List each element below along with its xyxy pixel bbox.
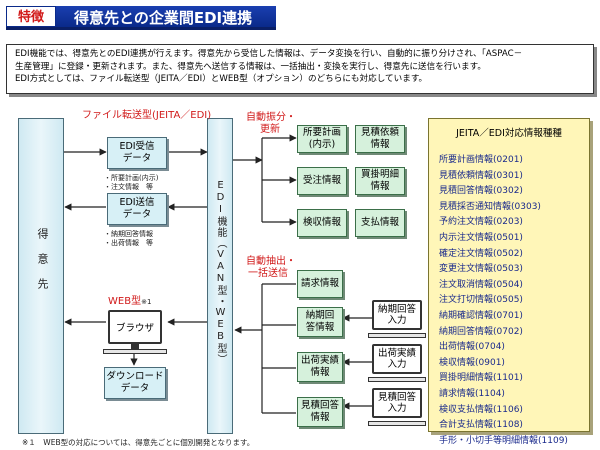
edi-function-column (207, 118, 233, 434)
page-title: 得意先との企業間EDI連携 (74, 9, 253, 27)
recv-box-4-line2: 情報 (370, 181, 390, 192)
edi-function-label: EDI機能（VAN型・WEB型） (215, 180, 226, 365)
edi-send-sub2: ・出荷情報 等 (104, 239, 153, 247)
jeita-list-title: JEITA／EDI対応情報種種 (456, 128, 562, 139)
edi-recv-data-box: EDI受信 データ (107, 137, 167, 169)
send-box-4-line1: 見積回答 (300, 400, 339, 411)
jeita-list-item: 納期確認情報(0701) (439, 310, 523, 321)
file-transfer-label: ファイル転送型(JEITA／EDI) (82, 110, 212, 121)
edi-recv-line1: EDI受信 (119, 141, 155, 152)
jeita-list-item: 注文打切情報(0505) (439, 295, 523, 306)
jeita-list-item: 注文取消情報(0504) (439, 279, 523, 290)
recv-box-2-line1: 見積依頼 (360, 127, 399, 138)
auto-extract-line1: 自動抽出・ (246, 256, 296, 267)
send-box-1-line1: 請求情報 (300, 278, 339, 289)
intro-line-2: 生産管理」に登録・更新されます。また、得意先へ送信する情報は、一括抽出・変換を実… (15, 61, 486, 72)
web-type-footnote: ※１ WEB型の対応については、得意先ごとに個別開発となります。 (22, 438, 255, 447)
auto-distribute-line2: 更新 (260, 124, 280, 135)
send-box-quote-answer: 見積回答情報 (297, 397, 343, 427)
jeita-list-item: 請求情報(1104) (439, 388, 505, 399)
recv-box-5-line1: 検収情報 (302, 217, 341, 228)
send-box-4-line2: 情報 (310, 412, 330, 423)
edi-send-line1: EDI送信 (119, 197, 155, 208)
send-box-2-line2: 答情報 (305, 322, 335, 333)
recv-box-payment: 支払情報 (355, 209, 405, 237)
recv-box-order: 受注情報 (297, 167, 347, 195)
browser-monitor: ブラウザ (108, 310, 162, 344)
send-box-invoice: 請求情報 (297, 270, 343, 298)
jeita-list-item: 手形・小切手等明細情報(1109) (439, 435, 568, 446)
input-monitor-1-line1: 納期回答 (377, 304, 416, 315)
recv-box-4-line1: 買掛明細 (360, 169, 399, 180)
jeita-list-item: 予約注文情報(0203) (439, 217, 523, 228)
recv-box-1-line2: (内示) (308, 139, 336, 150)
auto-distribute-line1: 自動振分・ (246, 112, 296, 123)
input-monitor-3-line1: 見積回答 (377, 392, 416, 403)
recv-box-payable-detail: 買掛明細情報 (355, 167, 405, 195)
recv-box-6-line1: 支払情報 (360, 217, 399, 228)
jeita-list-item: 見積回答情報(0302) (439, 186, 523, 197)
jeita-list-item: 合計支払情報(1108) (439, 420, 523, 431)
recv-box-2-line2: 情報 (370, 139, 390, 150)
recv-box-quote-request: 見積依頼情報 (355, 125, 405, 153)
edi-recv-line2: データ (122, 153, 152, 164)
edi-send-line2: データ (122, 209, 152, 220)
input-monitor-quote: 見積回答入力 (372, 388, 422, 418)
jeita-list-item: 見積採否通知情報(0303) (439, 201, 541, 212)
feature-badge: 特徴 (6, 6, 56, 27)
send-box-3-line1: 出荷実績 (300, 355, 339, 366)
recv-box-1-line1: 所要計画 (302, 127, 341, 138)
jeita-list-item: 見積依頼情報(0301) (439, 170, 523, 181)
edi-send-sub1: ・納期回答情報 (104, 230, 153, 238)
edi-send-data-box: EDI送信 データ (107, 193, 167, 225)
input-monitor-2-line2: 入力 (387, 359, 407, 370)
jeita-list-item: 出荷情報(0704) (439, 342, 505, 353)
input-monitor-quote-base (368, 421, 426, 426)
web-type-label: WEB型※1 (108, 292, 151, 307)
jeita-list-item: 所要計画情報(0201) (439, 155, 523, 165)
tokuisaki-column (18, 118, 64, 434)
recv-box-inspection: 検収情報 (297, 209, 347, 237)
input-monitor-shipment: 出荷実績入力 (372, 344, 422, 374)
edi-recv-sub2: ・注文情報 等 (104, 183, 153, 191)
recv-box-3-line1: 受注情報 (302, 175, 341, 186)
browser-monitor-base (103, 349, 167, 354)
tokuisaki-label: 得意先 (36, 228, 49, 303)
auto-distribute-label: 自動振分・ 更新 (246, 112, 296, 136)
input-monitor-shipment-base (368, 377, 426, 382)
intro-line-3: EDI方式としては、ファイル転送型（JEITA／EDI）とWEB型（オプション）… (15, 74, 428, 84)
jeita-list-item: 確定注文情報(0502) (439, 248, 523, 259)
jeita-list-item: 買掛明細情報(1101) (439, 373, 523, 384)
input-monitor-2-line1: 出荷実績 (377, 348, 416, 359)
input-monitor-1-line2: 入力 (387, 315, 407, 326)
web-type-note-mark: ※1 (141, 298, 152, 306)
send-box-delivery-answer: 納期回答情報 (297, 307, 343, 337)
auto-extract-line2: 一括送信 (248, 268, 288, 279)
input-monitor-delivery-base (368, 333, 426, 338)
recv-box-forecast: 所要計画(内示) (297, 125, 347, 153)
edi-recv-sub1: ・所要計画(内示) (104, 174, 159, 182)
jeita-info-list-box: JEITA／EDI対応情報種種 所要計画情報(0201) 見積依頼情報(0301)… (428, 118, 590, 446)
input-monitor-delivery: 納期回答入力 (372, 300, 422, 330)
download-line2: データ (120, 383, 150, 394)
intro-line-1: EDI機能では、得意先とのEDI連携が行えます。得意先から受信した情報は、データ… (15, 49, 523, 59)
jeita-list-item: 内示注文情報(0501) (439, 232, 523, 243)
download-data-box: ダウンロード データ (104, 367, 166, 399)
send-box-3-line2: 情報 (310, 367, 330, 378)
browser-label: ブラウザ (115, 323, 154, 334)
auto-extract-label: 自動抽出・ 一括送信 (246, 256, 296, 280)
send-box-2-line1: 納期回 (305, 310, 335, 321)
jeita-list-item: 納期回答情報(0702) (439, 326, 523, 337)
browser-monitor-stand (131, 344, 139, 349)
input-monitor-3-line2: 入力 (387, 403, 407, 414)
download-line1: ダウンロード (106, 371, 164, 382)
jeita-list-item: 検収支払情報(1106) (439, 404, 523, 415)
intro-box: EDI機能では、得意先とのEDI連携が行えます。得意先から受信した情報は、データ… (6, 44, 594, 94)
send-box-shipment: 出荷実績情報 (297, 352, 343, 382)
jeita-list-items: 所要計画情報(0201) 見積依頼情報(0301) 見積回答情報(0302) 見積採否… (439, 153, 568, 449)
web-type-text: WEB型 (108, 296, 142, 307)
jeita-list-item: 検収情報(0901) (439, 357, 505, 368)
jeita-list-item: 変更注文情報(0503) (439, 264, 523, 275)
